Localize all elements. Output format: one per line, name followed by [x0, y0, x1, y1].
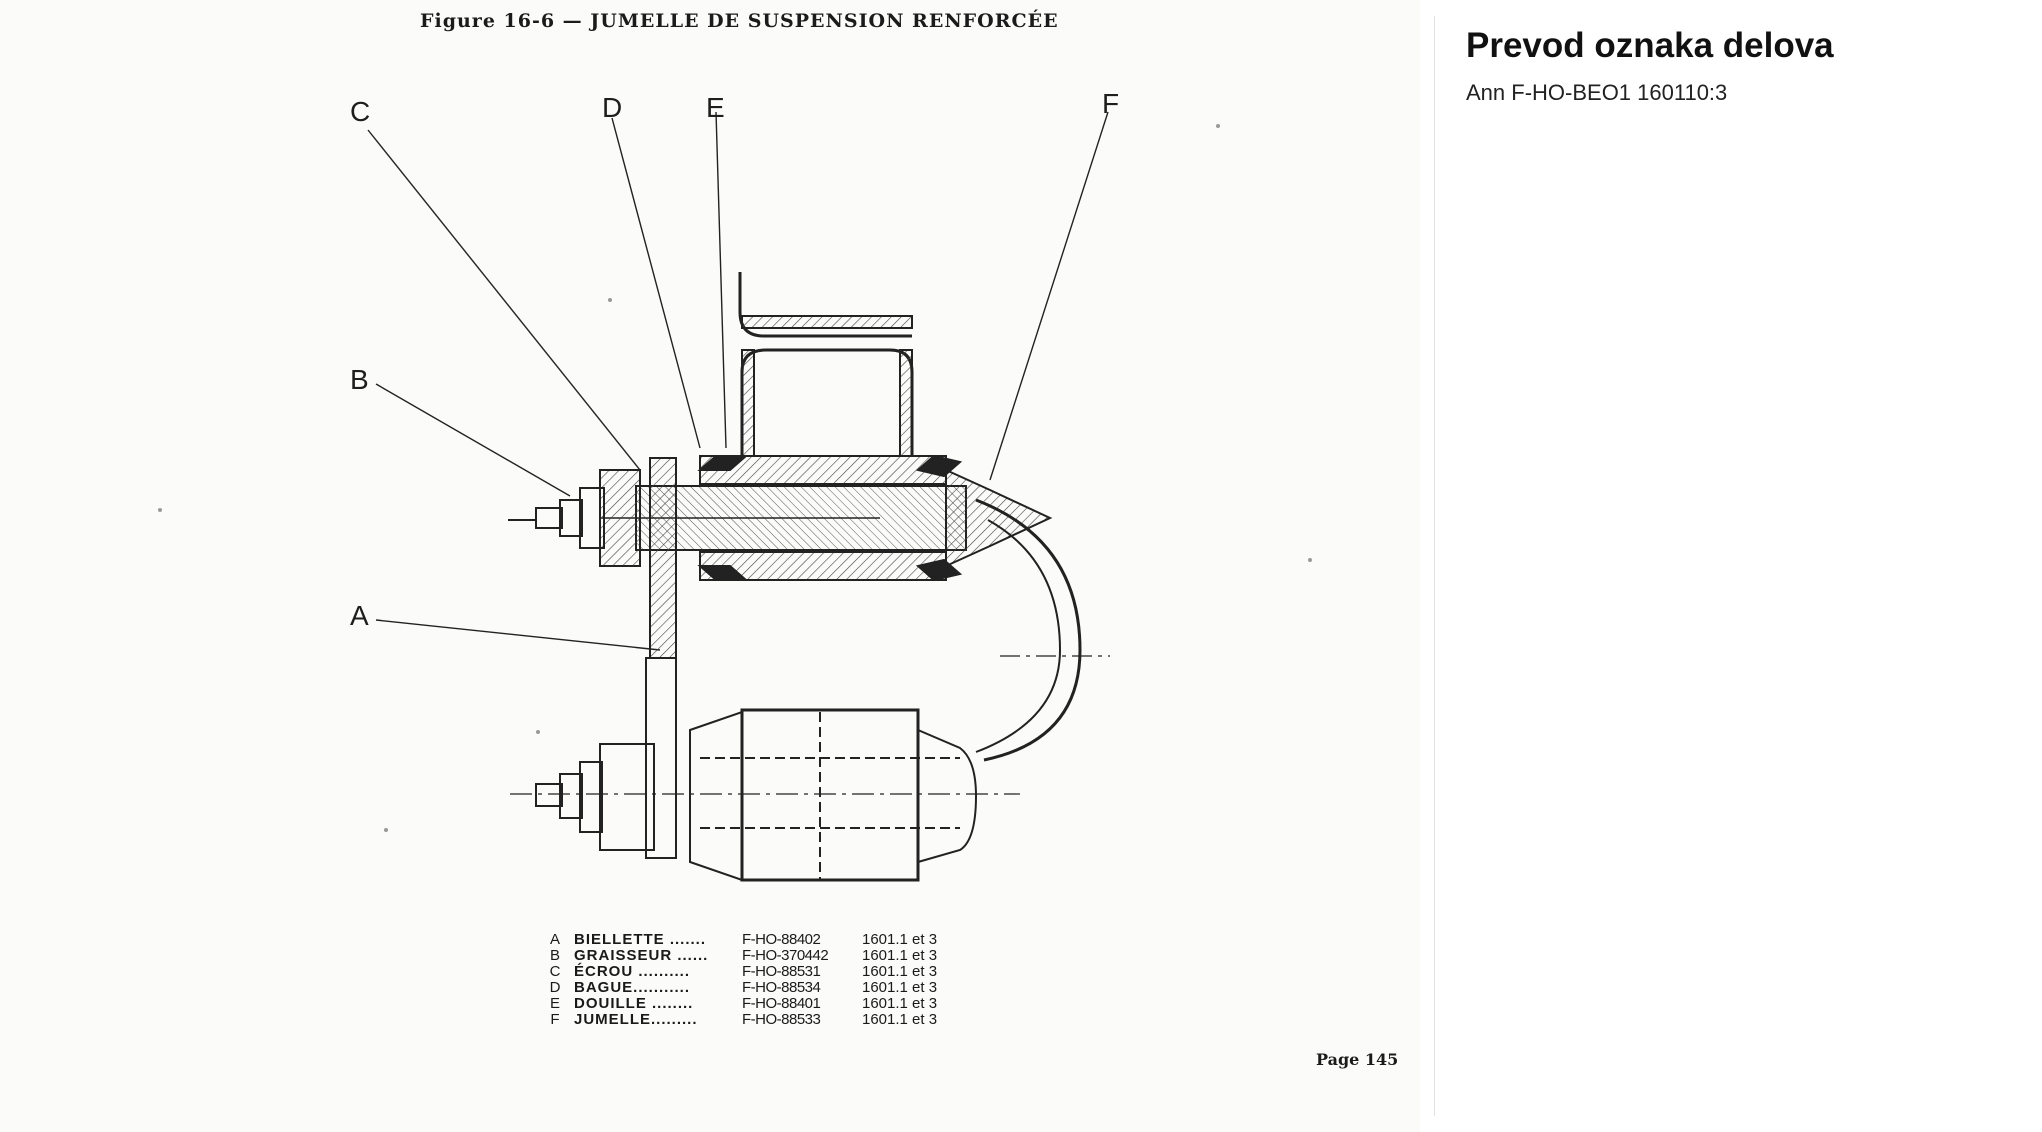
callout-e: E — [706, 92, 725, 123]
legend-row: C ÉCROU .......... F-HO-88531 1601.1 et … — [540, 964, 941, 980]
legend-ref: 1601.1 et 3 — [862, 947, 938, 964]
callout-a: A — [350, 600, 369, 631]
callout-d: D — [602, 92, 623, 123]
page-number: Page 145 — [1316, 1050, 1399, 1069]
legend-ref: 1601.1 et 3 — [862, 931, 938, 948]
callout-b: B — [350, 364, 369, 395]
scanned-figure-page: Figure 16-6 — JUMELLE DE SUSPENSION RENF… — [158, 10, 1399, 1069]
legend-code: F-HO-88533 — [742, 1011, 821, 1028]
legend-code: F-HO-88534 — [742, 979, 821, 996]
legend-row: E DOUILLE ........ F-HO-88401 1601.1 et … — [540, 996, 941, 1012]
legend-name: BAGUE........... — [574, 979, 691, 996]
legend-row: B GRAISSEUR ...... F-HO-370442 1601.1 et… — [540, 948, 941, 964]
leader-e — [715, 111, 727, 449]
leader-a — [375, 619, 661, 651]
leader-c — [367, 129, 641, 471]
legend-key: A — [549, 931, 560, 948]
leader-f — [989, 111, 1109, 481]
legend-ref: 1601.1 et 3 — [862, 995, 938, 1012]
panel-title: Prevod oznaka delova — [1466, 26, 1834, 65]
legend-name: BIELLETTE ....... — [574, 931, 707, 948]
legend-ref: 1601.1 et 3 — [862, 1011, 938, 1028]
legend-ref: 1601.1 et 3 — [862, 963, 938, 980]
legend-name: DOUILLE ........ — [574, 995, 694, 1012]
legend-key: D — [549, 979, 561, 996]
translation-panel: Prevod oznaka delova Ann F-HO-BEO1 16011… — [1466, 24, 2026, 106]
figure-title: Figure 16-6 — JUMELLE DE SUSPENSION RENF… — [420, 10, 1059, 32]
legend-code: F-HO-88401 — [742, 995, 821, 1012]
leader-b — [375, 383, 571, 497]
legend-name: ÉCROU .......... — [574, 963, 691, 980]
legend-code: F-HO-370442 — [742, 947, 829, 964]
panel-subtitle: Ann F-HO-BEO1 160110:3 — [1466, 80, 1728, 105]
callout-f: F — [1102, 88, 1120, 119]
legend-row: F JUMELLE......... F-HO-88533 1601.1 et … — [540, 1012, 941, 1028]
parts-legend: A BIELLETTE ....... F-HO-88402 1601.1 et… — [540, 932, 941, 1028]
legend-row: A BIELLETTE ....... F-HO-88402 1601.1 et… — [540, 932, 941, 948]
legend-code: F-HO-88402 — [742, 931, 821, 948]
leader-d — [611, 117, 701, 449]
legend-code: F-HO-88531 — [742, 963, 821, 980]
technical-drawing — [158, 111, 1312, 882]
legend-name: JUMELLE......... — [574, 1011, 698, 1028]
legend-key: C — [549, 963, 561, 980]
legend-key: F — [550, 1011, 560, 1028]
legend-row: D BAGUE........... F-HO-88534 1601.1 et … — [540, 980, 941, 996]
legend-key: E — [549, 995, 560, 1012]
callout-c: C — [350, 96, 371, 127]
legend-name: GRAISSEUR ...... — [574, 947, 709, 964]
legend-key: B — [549, 947, 560, 964]
panel-divider — [1434, 16, 1435, 1116]
legend-ref: 1601.1 et 3 — [862, 979, 938, 996]
